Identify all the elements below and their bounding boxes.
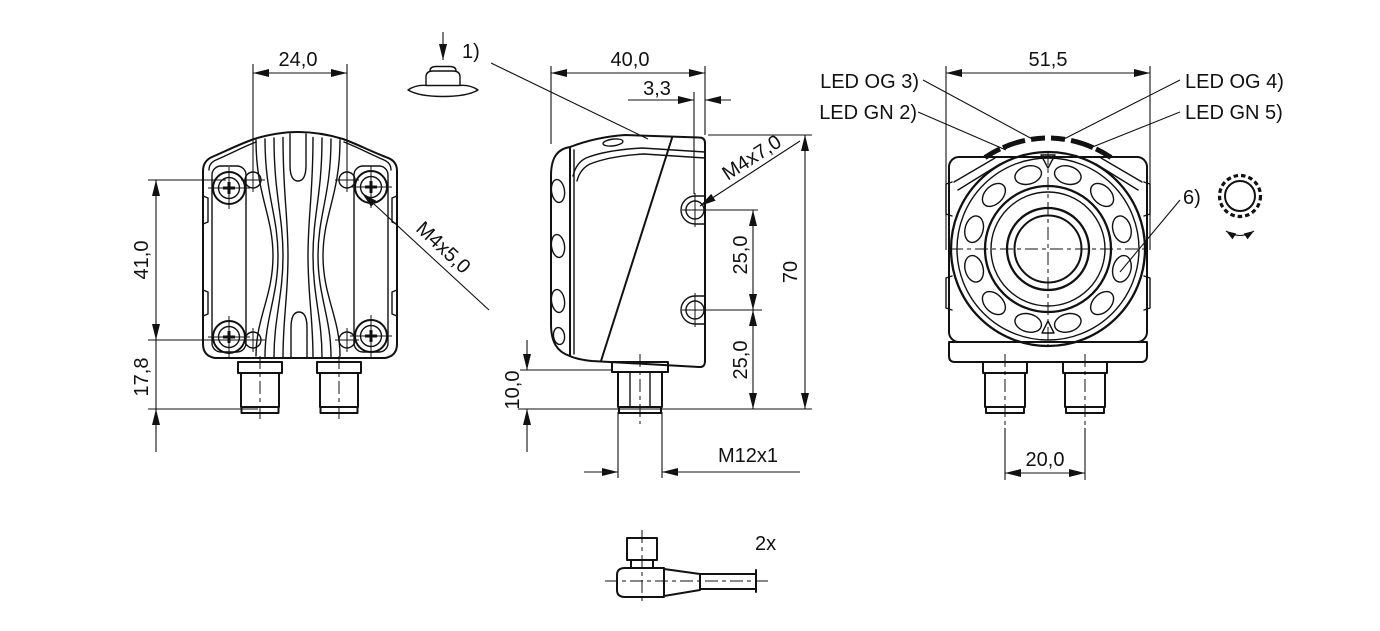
dim-bottom-offset-label: 17,8 bbox=[131, 358, 153, 397]
dim-mount-width-label: 24,0 bbox=[279, 49, 318, 71]
lens-view-connectors bbox=[982, 354, 1108, 426]
dim-lens-width-label: 51,5 bbox=[1029, 49, 1068, 71]
side-screw-thread-label: M4x7,0 bbox=[719, 131, 786, 185]
dim-total-height-label: 70 bbox=[780, 261, 802, 283]
dim-thread-length-label: 10,0 bbox=[502, 371, 524, 410]
m4-mounting-holes bbox=[241, 168, 359, 352]
dim-connector-pitch-label: 20,0 bbox=[1026, 449, 1065, 471]
ring-scallop-holes bbox=[964, 165, 1132, 333]
dim-mount-height-label: 41,0 bbox=[131, 241, 153, 280]
led-og4-label: LED OG 4) bbox=[1185, 71, 1284, 93]
button-callout: 1) bbox=[407, 32, 649, 140]
lens-face-view: LED OG 3) LED GN 2) LED OG 4) LED GN 5) … bbox=[819, 49, 1284, 480]
dim-hole-to-base-label: 25,0 bbox=[730, 341, 752, 380]
cable-connector-icon: 2x bbox=[605, 530, 776, 604]
crosshair-centerlines bbox=[950, 152, 1146, 346]
housing-outline bbox=[202, 131, 398, 359]
led-og3-label: LED OG 3) bbox=[820, 71, 919, 93]
locking-ring-icon bbox=[1217, 173, 1263, 240]
bezel-side-outline bbox=[550, 146, 571, 357]
connector-thread-label: M12x1 bbox=[718, 445, 778, 467]
led-window-arcs bbox=[983, 135, 1113, 160]
side-view: 40,0 3,3 M4x7,0 25,0 25,0 70 10,0 M12x1 bbox=[502, 49, 812, 478]
button-callout-label: 1) bbox=[462, 41, 480, 63]
dim-depth-label: 40,0 bbox=[611, 49, 650, 71]
face-edge-line bbox=[600, 137, 673, 362]
rear-screw-bosses bbox=[680, 193, 706, 327]
housing-side-outline bbox=[569, 134, 706, 369]
rotate-arrow-icon bbox=[1225, 230, 1255, 240]
led-gn2-label: LED GN 2) bbox=[819, 102, 917, 124]
dim-hole-pitch-label: 25,0 bbox=[730, 236, 752, 275]
front-view: 24,0 41,0 17,8 M4x5,0 bbox=[131, 49, 490, 452]
push-button-icon bbox=[407, 65, 479, 98]
bezel-scallops bbox=[550, 178, 566, 346]
ribbed-grip bbox=[255, 133, 341, 359]
cable-quantity-label: 2x bbox=[755, 533, 776, 555]
ring-callout-label: 6) bbox=[1183, 187, 1201, 209]
side-view-connector bbox=[611, 354, 669, 424]
dim-rear-offset-label: 3,3 bbox=[643, 78, 671, 100]
button-top-view bbox=[602, 138, 624, 147]
front-view-connectors bbox=[237, 356, 362, 422]
led-gn5-label: LED GN 5) bbox=[1185, 102, 1283, 124]
